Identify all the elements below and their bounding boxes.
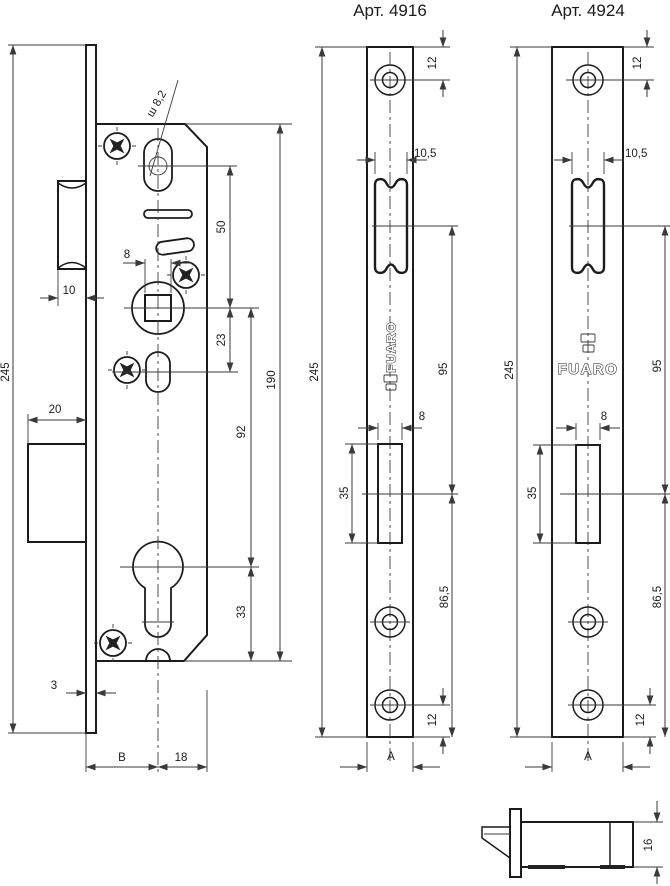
dim-label-95: 95 <box>438 363 450 376</box>
dim-label-3: 3 <box>51 680 57 692</box>
screw-bottom-icon <box>93 623 133 663</box>
brand-mark-icon <box>383 374 398 391</box>
dim-label-18: 18 <box>175 752 188 764</box>
spindle-slot <box>373 177 409 275</box>
faceplate-4916-title: Арт. 4916 <box>353 1 427 20</box>
dim-label-16: 16 <box>643 839 655 852</box>
spindle-slot <box>570 177 606 275</box>
dim-label-8: 8 <box>601 411 607 423</box>
screw-mid-icon <box>166 255 206 295</box>
witness-line <box>85 690 208 772</box>
dim-label-12-bottom: 12 <box>427 714 439 727</box>
witness-line <box>8 44 86 734</box>
detail-latch-wedge <box>481 826 511 859</box>
faceplate-4924-title: Арт. 4924 <box>551 1 625 20</box>
dim-label-12-bottom: 12 <box>635 714 647 727</box>
dim-label-23: 23 <box>216 334 228 347</box>
witness-line <box>315 46 367 738</box>
dim-label-92: 92 <box>236 426 248 439</box>
thin-slot <box>143 209 193 219</box>
dim-label-20: 20 <box>49 404 62 416</box>
brand-logo-vertical: FUARO <box>384 321 399 372</box>
latch-bolt-top-arc <box>57 182 87 189</box>
latch-bolt <box>57 180 87 270</box>
faceplate-4924-outline <box>551 46 624 738</box>
latch-bolt-bottom-arc <box>57 261 87 269</box>
faceplate-strip <box>85 44 97 734</box>
dim-label-A: A <box>584 751 592 763</box>
detail-foot <box>600 865 625 869</box>
detail-foot <box>528 865 565 869</box>
dim-label-33: 33 <box>236 606 248 619</box>
faceplate-4916-view: Арт. 4916 FUARO <box>309 1 458 772</box>
detail-lock-body <box>520 821 634 868</box>
euro-cylinder-hole <box>132 540 184 638</box>
lock-body-outline <box>95 123 208 662</box>
latch-cutout <box>377 443 403 544</box>
deadbolt <box>27 443 87 543</box>
dim-label-35: 35 <box>527 487 539 500</box>
faceplate-4924-view: Арт. 4924 FUARO <box>504 1 670 772</box>
witness-line <box>374 152 408 174</box>
dim-label-height: 245 <box>309 362 321 381</box>
screw-oval-icon <box>107 350 147 390</box>
dim-label-B: B <box>118 752 126 764</box>
screw-top-icon <box>97 126 137 166</box>
lock-body-view: 245 ш 8,2 50 8 10 23 92 190 20 33 3 B 18 <box>0 44 292 774</box>
dim-label-105: 10,5 <box>414 148 436 160</box>
dim-label-handle-hole: ш 8,2 <box>145 89 170 120</box>
dim-label-12-top: 12 <box>427 57 439 70</box>
brand-logo: FUARO <box>558 361 619 378</box>
detail-faceplate-bar <box>509 808 522 878</box>
latch-side-detail: 16 <box>481 801 663 884</box>
dim-label-10: 10 <box>63 285 76 297</box>
dim-label-12-top: 12 <box>632 57 644 70</box>
dim-label-A: A <box>387 751 395 763</box>
dim-label-height: 245 <box>504 360 516 379</box>
curved-slot <box>155 237 195 256</box>
witness-line <box>510 46 552 738</box>
dim-label-35: 35 <box>339 487 351 500</box>
dim-label-865: 86,5 <box>652 586 664 608</box>
dim-label-8: 8 <box>124 249 130 261</box>
dim-label-8: 8 <box>419 411 425 423</box>
leader-line <box>149 79 179 177</box>
brand-mark-icon <box>580 333 596 353</box>
dim-label-50: 50 <box>216 221 228 234</box>
dim-label-865: 86,5 <box>439 586 451 608</box>
dim-label-overall-height: 245 <box>0 362 12 381</box>
dim-label-190: 190 <box>266 370 278 389</box>
dim-label-105: 10,5 <box>625 148 647 160</box>
faceplate-4916-outline <box>366 46 414 738</box>
dim-label-95: 95 <box>652 360 664 373</box>
